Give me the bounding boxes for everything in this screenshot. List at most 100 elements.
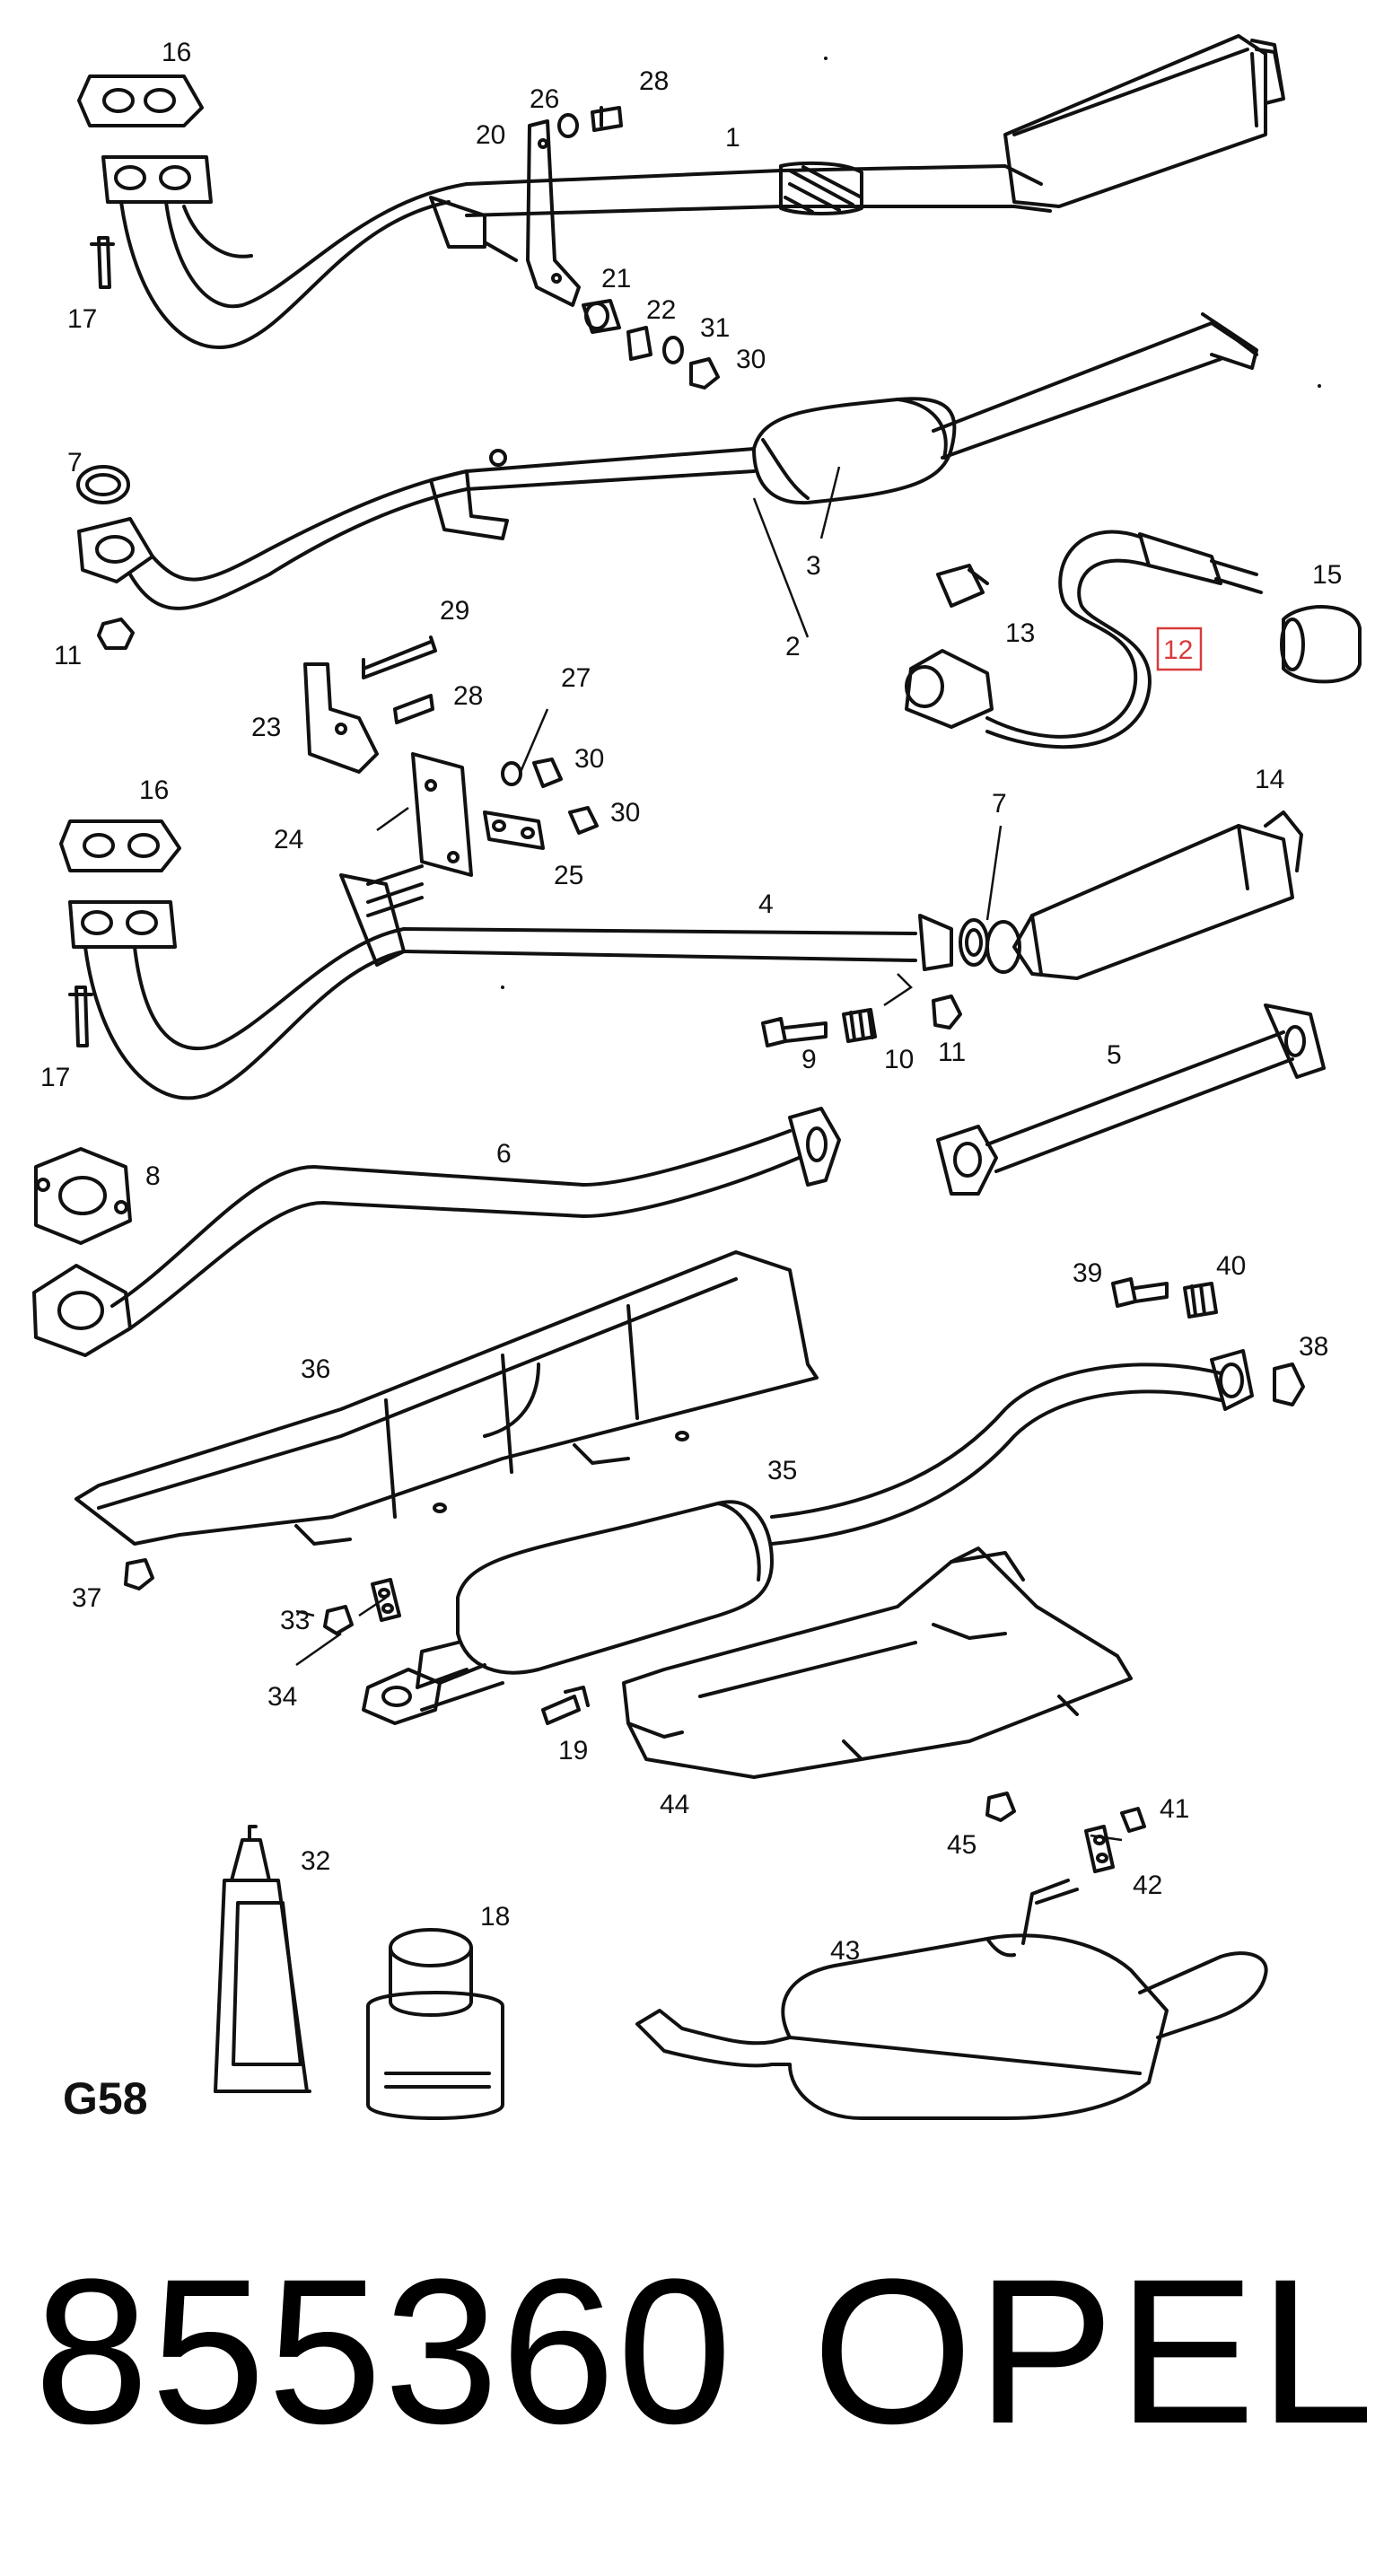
part-7-seal-ring-mid bbox=[959, 918, 989, 967]
callout-19: 19 bbox=[558, 1736, 588, 1766]
callout-10: 10 bbox=[884, 1045, 914, 1074]
callout-5: 5 bbox=[1107, 1040, 1122, 1070]
part-9-bolt bbox=[761, 1017, 828, 1047]
part-18-sealant-tin bbox=[366, 1928, 504, 2120]
part-22-bushing bbox=[626, 326, 652, 361]
callout-16-mid: 16 bbox=[139, 775, 169, 805]
callout-39: 39 bbox=[1073, 1258, 1102, 1288]
part-5-intermediate-pipe bbox=[936, 1003, 1326, 1196]
callout-8: 8 bbox=[145, 1161, 161, 1191]
callout-22: 22 bbox=[646, 295, 676, 325]
callout-2: 2 bbox=[785, 632, 801, 662]
part-31-washer bbox=[662, 336, 684, 364]
callout-31: 31 bbox=[700, 313, 730, 343]
callout-17-top: 17 bbox=[67, 304, 97, 334]
part-28-bolt-mid bbox=[393, 694, 434, 724]
brand-name: OPEL bbox=[812, 2236, 1375, 2466]
part-38-rubber-ring bbox=[1273, 1362, 1305, 1406]
callout-27: 27 bbox=[561, 663, 591, 693]
part-45-nut bbox=[985, 1792, 1016, 1822]
callout-17-mid: 17 bbox=[40, 1063, 70, 1092]
part-30-nut-mid bbox=[568, 806, 599, 835]
part-1-front-pipe bbox=[101, 34, 1285, 349]
callout-38: 38 bbox=[1299, 1332, 1328, 1362]
part-33-nut bbox=[323, 1605, 354, 1635]
callout-11-left: 11 bbox=[54, 641, 82, 670]
part-3-centre-silencer bbox=[752, 397, 957, 505]
part-21-rubber-mount bbox=[582, 299, 621, 334]
part-40-spring bbox=[1183, 1282, 1218, 1319]
callout-41: 41 bbox=[1160, 1794, 1189, 1824]
part-28-bolt bbox=[591, 106, 623, 132]
callout-15: 15 bbox=[1312, 560, 1342, 590]
callout-44: 44 bbox=[660, 1790, 689, 1819]
part-4-front-pipe bbox=[68, 810, 1303, 1100]
callout-36: 36 bbox=[301, 1354, 330, 1384]
callout-12-highlighted: 12 bbox=[1163, 635, 1193, 665]
part-12-oxygen-sensor bbox=[985, 530, 1263, 749]
part-13-sensor-plug bbox=[905, 564, 994, 729]
callout-4: 4 bbox=[758, 889, 774, 919]
callout-28-top: 28 bbox=[639, 66, 669, 96]
callout-18: 18 bbox=[480, 1902, 510, 1932]
part-17-stud-top bbox=[90, 236, 115, 289]
part-20-hanger-bracket bbox=[526, 119, 581, 307]
part-41-nut bbox=[1120, 1807, 1146, 1833]
callout-42: 42 bbox=[1133, 1871, 1162, 1900]
part-32-paste-tube bbox=[214, 1825, 311, 2093]
callout-1: 1 bbox=[725, 123, 740, 153]
callout-14: 14 bbox=[1255, 765, 1284, 794]
part-30-washer-mid bbox=[501, 761, 522, 786]
part-34-rubber-hanger bbox=[371, 1578, 401, 1622]
part-6-pipe bbox=[32, 1107, 841, 1357]
part-10-spring bbox=[842, 1008, 877, 1043]
part-15-rubber-grommet bbox=[1280, 605, 1362, 684]
callout-3: 3 bbox=[806, 551, 821, 581]
callout-45: 45 bbox=[947, 1830, 977, 1860]
part-35-rear-pipe bbox=[770, 1349, 1254, 1546]
part-34-front-silencer bbox=[362, 1500, 774, 1725]
callout-11-mid: 11 bbox=[938, 1038, 966, 1067]
part-24-heat-plate bbox=[411, 752, 473, 877]
callout-7-mid: 7 bbox=[992, 789, 1007, 819]
part-14-catalytic-converter bbox=[985, 920, 1021, 974]
part-17-stud-mid bbox=[68, 986, 93, 1047]
callout-13: 13 bbox=[1005, 618, 1035, 648]
part-16-gasket-mid bbox=[59, 819, 181, 872]
callout-34: 34 bbox=[267, 1682, 297, 1712]
part-43-rear-silencer bbox=[635, 1879, 1268, 2120]
part-number: 855360 bbox=[34, 2236, 734, 2466]
part-8-flange-gasket bbox=[34, 1147, 132, 1245]
callout-26: 26 bbox=[530, 84, 559, 114]
part-2-intermediate-pipe bbox=[77, 312, 1258, 610]
part-36-heat-shield bbox=[74, 1250, 819, 1546]
part-44-heat-shield-rear bbox=[622, 1546, 1133, 1779]
callout-16-top: 16 bbox=[162, 38, 191, 67]
callout-30-mid-a: 30 bbox=[574, 744, 604, 774]
part-11-nut-row2 bbox=[97, 618, 135, 650]
section-code: G58 bbox=[63, 2073, 148, 2124]
part-25-clamp-plate bbox=[483, 810, 545, 850]
part-30-nut bbox=[689, 357, 720, 390]
callout-29: 29 bbox=[440, 596, 469, 626]
part-19-bolt bbox=[541, 1686, 590, 1725]
part-16-gasket-top bbox=[77, 74, 204, 127]
part-7-seal-ring bbox=[76, 465, 130, 504]
callout-28-mid: 28 bbox=[453, 681, 483, 711]
callout-40: 40 bbox=[1216, 1251, 1246, 1281]
callout-32: 32 bbox=[301, 1846, 330, 1876]
highlight-box-12 bbox=[1156, 626, 1203, 671]
callout-20: 20 bbox=[476, 120, 505, 150]
part-29-bolt bbox=[362, 635, 437, 679]
callout-30-mid-b: 30 bbox=[610, 798, 640, 828]
part-11-nut-row3 bbox=[932, 994, 962, 1030]
part-27-nut bbox=[532, 758, 563, 788]
part-23-bracket bbox=[303, 662, 379, 774]
callout-37: 37 bbox=[72, 1583, 101, 1613]
callout-35: 35 bbox=[767, 1456, 797, 1485]
callout-labels: 16 26 28 20 1 21 22 31 30 17 7 3 2 11 15… bbox=[40, 38, 1342, 1966]
exhaust-parts-drawing: 16 26 28 20 1 21 22 31 30 17 7 3 2 11 15… bbox=[32, 34, 1362, 2124]
callout-6: 6 bbox=[496, 1139, 512, 1169]
callout-30-top: 30 bbox=[736, 345, 766, 374]
